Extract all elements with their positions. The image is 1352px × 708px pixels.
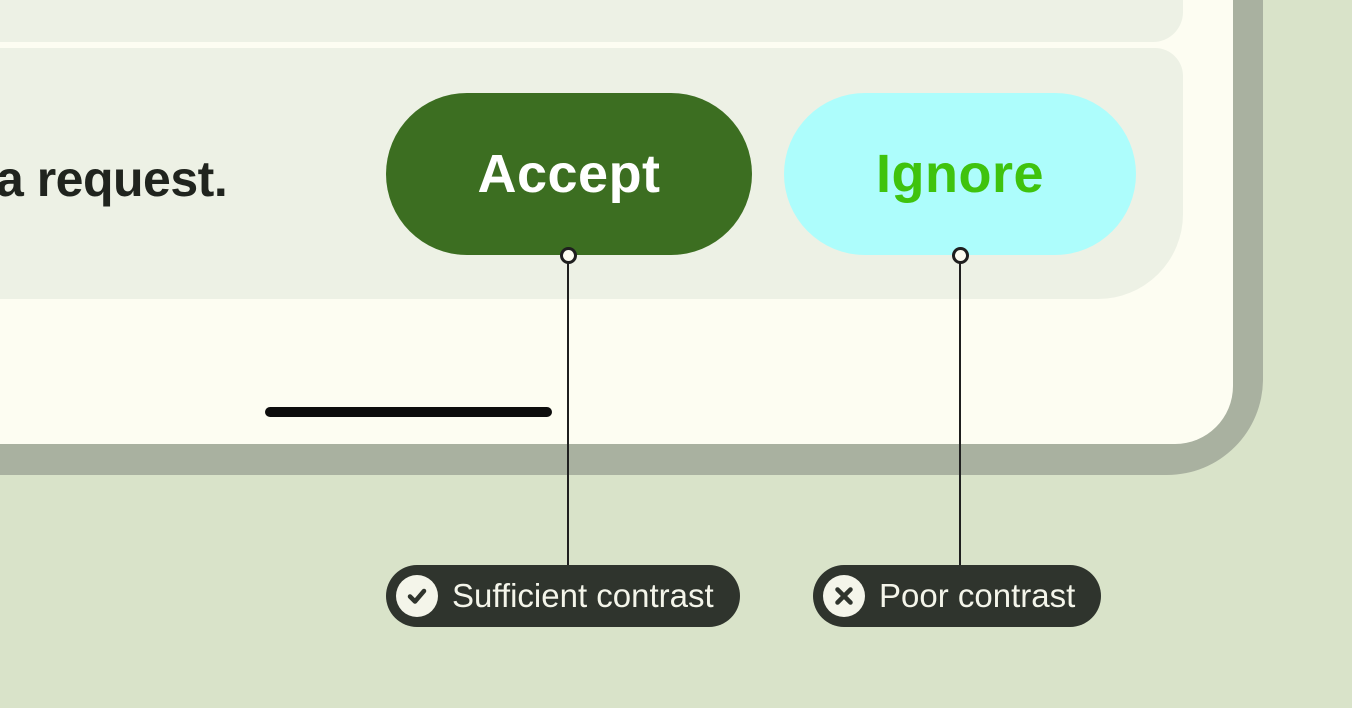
callout-label: Sufficient contrast xyxy=(452,577,714,614)
connector-dot-accept xyxy=(560,247,577,264)
callout-poor-contrast: Poor contrast xyxy=(813,565,1102,627)
notification-card-top xyxy=(0,0,1183,42)
connector-line-ignore xyxy=(959,256,961,565)
connector-dot-ignore xyxy=(952,247,969,264)
x-icon xyxy=(823,575,865,617)
accept-button[interactable]: Accept xyxy=(386,93,752,255)
check-icon xyxy=(396,575,438,617)
connector-line-accept xyxy=(567,256,569,565)
callout-sufficient-contrast: Sufficient contrast xyxy=(386,565,740,627)
callout-label: Poor contrast xyxy=(879,577,1076,614)
notification-text: a request. xyxy=(0,151,228,207)
ignore-button[interactable]: Ignore xyxy=(784,93,1136,255)
home-indicator[interactable] xyxy=(265,407,552,417)
